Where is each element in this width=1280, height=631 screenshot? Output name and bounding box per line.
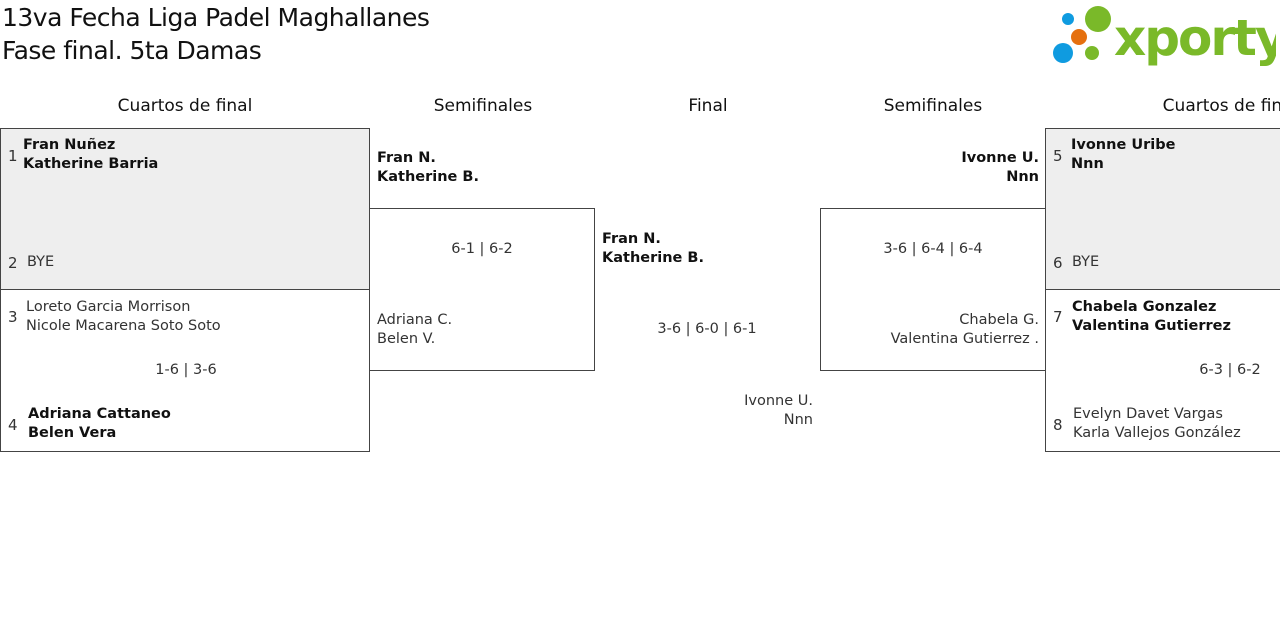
header-qf-right: Cuartos de final: [1162, 96, 1280, 116]
seed: 6: [1053, 254, 1063, 272]
final-team-2: Ivonne U.Nnn: [744, 393, 813, 428]
sf-right-match[interactable]: 3-6 | 6-4 | 6-4 Chabela G.Valentina Guti…: [820, 208, 1046, 371]
page-title: 13va Fecha Liga Padel Maghallanes: [2, 3, 430, 32]
match-score: 6-3 | 6-2: [1199, 362, 1261, 378]
final-score: 3-6 | 6-0 | 6-1: [657, 321, 757, 337]
match-score: 1-6 | 3-6: [155, 362, 217, 378]
seed: 5: [1053, 147, 1063, 165]
header-sf-left: Semifinales: [433, 96, 533, 116]
header-final: Final: [688, 96, 728, 116]
sf-left-match[interactable]: 6-1 | 6-2 Adriana C.Belen V.: [369, 208, 595, 371]
seed: 1: [8, 147, 18, 165]
team-name: BYE: [27, 254, 55, 270]
logo-text: xporty: [1114, 9, 1276, 66]
seed: 3: [8, 308, 18, 326]
match-score: 6-1 | 6-2: [451, 241, 513, 257]
xporty-logo[interactable]: xporty: [1052, 4, 1280, 67]
seed: 8: [1053, 416, 1063, 434]
seed: 4: [8, 416, 18, 434]
match-score: 3-6 | 6-4 | 6-4: [883, 241, 983, 257]
team-name: BYE: [1072, 254, 1100, 270]
sf-left-team-1: Fran N.Katherine B.: [377, 150, 479, 185]
header-sf-right: Semifinales: [883, 96, 983, 116]
seed: 7: [1053, 308, 1063, 326]
team-name: Adriana C.Belen V.: [377, 312, 453, 347]
sf-right-team-1: Ivonne U.Nnn: [961, 150, 1039, 185]
header-qf-left: Cuartos de final: [117, 96, 253, 116]
page-subtitle: Fase final. 5ta Damas: [2, 36, 262, 65]
seed: 2: [8, 254, 18, 272]
final-team-1: Fran N.Katherine B.: [602, 231, 704, 266]
team-name: Chabela G.Valentina Gutierrez .: [890, 312, 1039, 347]
